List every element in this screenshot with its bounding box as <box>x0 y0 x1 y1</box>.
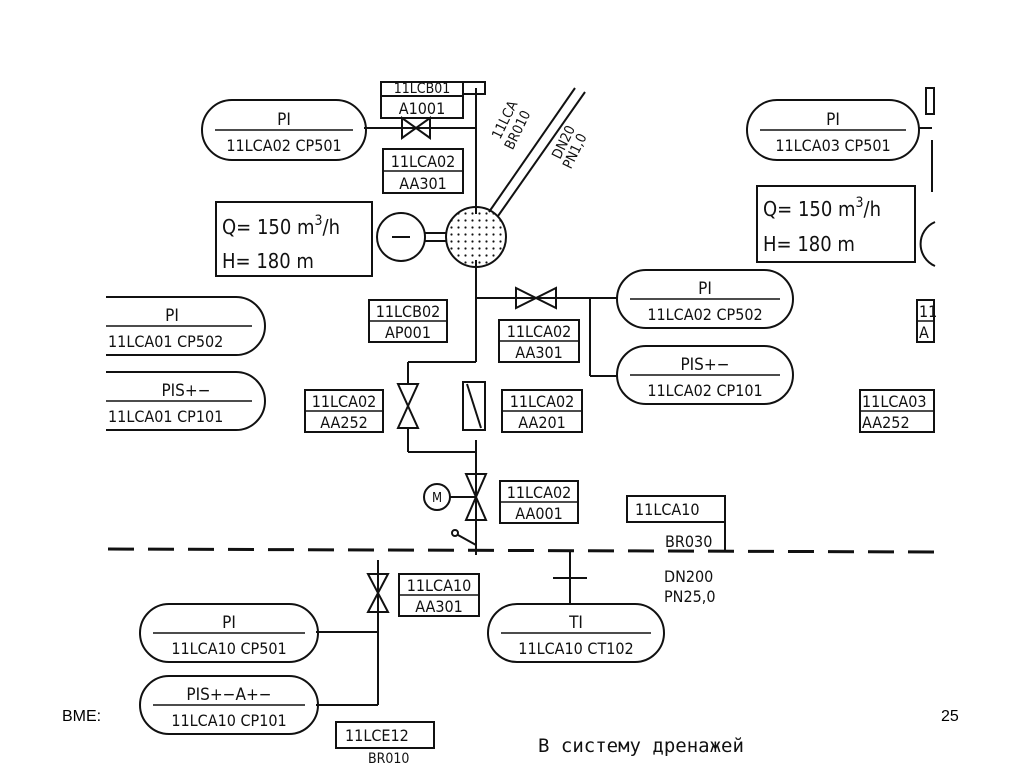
check-valve-aa201 <box>462 381 486 431</box>
tag-right-edge-2: A <box>919 323 929 342</box>
pis-ca10-cp101-kind: PIS+−A+− <box>186 685 271 705</box>
gate-valve-lower <box>366 573 390 613</box>
diagonal-labels-left: 11LCA BR010 <box>489 98 534 152</box>
pis-ca02-cp101-tag: 11LCA02 CP101 <box>647 381 762 400</box>
tag-ca02-aa301-top-2: AA301 <box>399 174 447 193</box>
bubble-pi-ca03-cp501 <box>746 99 920 161</box>
pi-ca02-cp502-kind: PI <box>698 279 712 299</box>
tag-ca02-aa252-1: 11LCA02 <box>312 392 377 411</box>
bubble-ti-ca10-ct102 <box>487 603 665 663</box>
tag-ca02-aa001-2: AA001 <box>515 504 563 523</box>
pis-ca01-cp101-tag: 11LCA01 CP101 <box>108 407 223 426</box>
tagbox-a1001 <box>380 95 464 119</box>
pi-ca02-cp501-tag: 11LCA02 CP501 <box>226 136 341 155</box>
spec-left-h: H= 180 m <box>222 249 314 273</box>
spec-box-right <box>756 185 916 263</box>
tag-a1001: A1001 <box>399 99 445 118</box>
bubble-pis-ca02-cp101 <box>616 345 794 405</box>
tag-top-clip: 11LCB01 <box>394 81 451 97</box>
bypass-valve-aa252 <box>396 383 420 429</box>
pi-ca10-cp501-kind: PI <box>222 613 236 633</box>
right-pump-arc <box>919 221 936 267</box>
drain-handle-knob <box>451 529 459 537</box>
tag-ca02-aa301-mid-1: 11LCA02 <box>507 322 572 341</box>
tag-ca10-aa301-2: AA301 <box>415 597 463 616</box>
br030-pn: PN25,0 <box>664 587 715 606</box>
tagbox-right-top <box>925 87 935 115</box>
tag-ca02-aa201-2: AA201 <box>518 413 566 432</box>
ti-ca10-ct102-kind: TI <box>568 613 583 633</box>
pis-ca10-cp101-tag: 11LCA10 CP101 <box>171 711 286 730</box>
pis-ca02-cp101-kind: PIS+− <box>680 355 729 375</box>
motor-letter-actuator: M <box>432 491 442 506</box>
bubble-pis-ca10-cp101 <box>139 675 319 735</box>
tag-lce12-1: 11LCE12 <box>345 726 409 745</box>
tagbox-ca10-br030 <box>626 495 726 523</box>
ti-ca10-ct102-tag: 11LCA10 CT102 <box>518 639 633 658</box>
tag-ca02-aa001-1: 11LCA02 <box>507 483 572 502</box>
tag-ca03-aa252-1: 11LCA03 <box>862 392 927 411</box>
bubble-pis-ca01-cp101 <box>106 371 266 431</box>
tagbox-lce12 <box>335 721 435 749</box>
pump-motor <box>376 212 426 262</box>
spec-box-left <box>215 201 373 277</box>
pi-ca02-cp502-tag: 11LCA02 CP502 <box>647 305 762 324</box>
footer-left: BME: <box>62 708 102 725</box>
pi-ca10-cp501-tag: 11LCA10 CP501 <box>171 639 286 658</box>
tag-cb02-ap001-2: AP001 <box>385 323 431 342</box>
drain-handle <box>457 534 477 546</box>
pi-ca01-cp502-tag: 11LCA01 CP502 <box>108 332 223 351</box>
tag-ca02-aa252-2: AA252 <box>320 413 368 432</box>
bubble-pi-ca02-cp501 <box>201 99 367 161</box>
tag-right-edge-1: 11 <box>919 302 937 321</box>
diagonal-pipe-a <box>488 87 576 213</box>
motorized-valve-aa001 <box>464 473 488 521</box>
pi-ca03-cp501-kind: PI <box>826 110 840 130</box>
bubble-pi-ca01-cp502 <box>106 296 266 356</box>
pi-ca03-cp501-tag: 11LCA03 CP501 <box>775 136 890 155</box>
page-number: 25 <box>941 708 959 725</box>
tagbox-top-side <box>462 81 486 95</box>
pi-ca01-cp502-kind: PI <box>165 306 179 326</box>
tag-ca02-aa301-top-1: 11LCA02 <box>391 152 456 171</box>
diagonal-labels-right: DN20 PN1,0 <box>549 123 590 171</box>
tag-ca10-br030-2: BR030 <box>665 532 712 551</box>
spec-right-q: Q= 150 m3/h <box>763 195 881 221</box>
diagonal-pipe-b <box>497 91 586 217</box>
tag-ca03-aa252-2: AA252 <box>862 413 910 432</box>
spec-right-h: H= 180 m <box>763 232 855 256</box>
pump-casing <box>445 206 507 268</box>
gate-valve-mid <box>515 286 557 310</box>
drain-note: В систему дренажей <box>538 735 744 757</box>
tag-ca10-aa301-1: 11LCA10 <box>407 576 472 595</box>
tag-cb02-ap001-1: 11LCB02 <box>376 302 441 321</box>
br030-dn: DN200 <box>664 567 713 586</box>
pi-ca02-cp501-kind: PI <box>277 110 291 130</box>
tag-ca10-br030-1: 11LCA10 <box>635 500 700 519</box>
bubble-pi-ca10-cp501 <box>139 603 319 663</box>
tag-lce12-2: BR010 <box>368 751 409 767</box>
pis-ca01-cp101-kind: PIS+− <box>161 381 210 401</box>
bubble-pi-ca02-cp502 <box>616 269 794 329</box>
tag-ca02-aa301-mid-2: AA301 <box>515 343 563 362</box>
check-valve-slash <box>466 383 482 429</box>
tag-ca02-aa201-1: 11LCA02 <box>510 392 575 411</box>
spec-left-q: Q= 150 m3/h <box>222 213 340 239</box>
boundary-dashed <box>107 547 936 554</box>
